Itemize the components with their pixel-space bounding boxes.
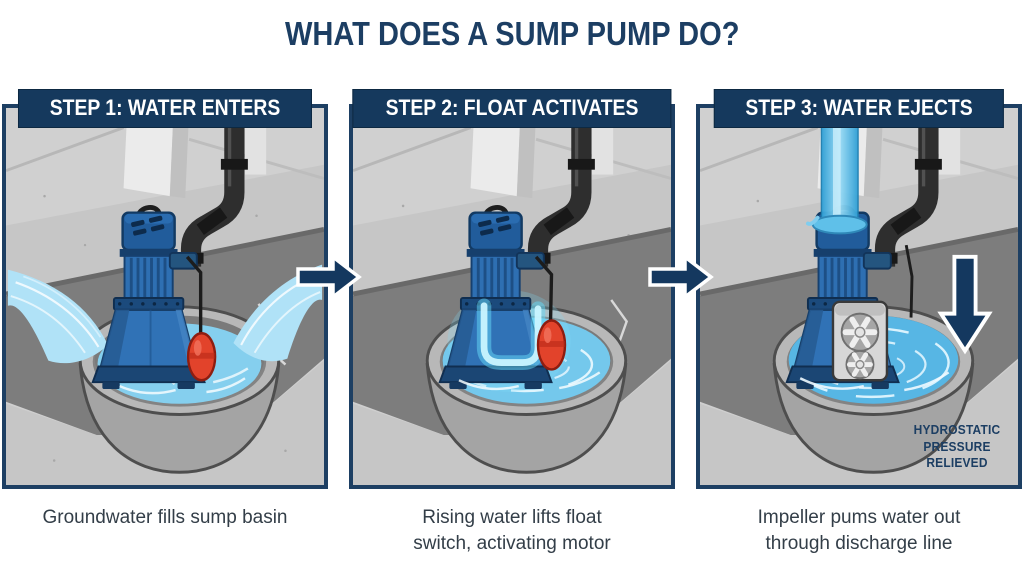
water-surface-streaks: [119, 377, 246, 395]
step-2-illustration: [353, 108, 671, 485]
step-1-caption: Groundwater fills sump basin: [42, 507, 288, 528]
page-title: WHAT DOES A SUMP PUMP DO?: [284, 15, 740, 52]
arrow-right-icon: [648, 253, 714, 301]
arrow-right-icon: [296, 253, 362, 301]
float-switch: [534, 255, 567, 371]
step-1-illustration: [6, 108, 324, 485]
water-surface-streaks: [458, 371, 601, 391]
step-2-caption: Rising water lifts float switch, activat…: [413, 507, 611, 554]
step-3-panel: STEP 3: WATER EJECTS: [696, 89, 1022, 489]
step-1-header: STEP 1: WATER ENTERS: [17, 89, 313, 128]
step-2-header: STEP 2: FLOAT ACTIVATES: [352, 89, 672, 128]
step-3-header: STEP 3: WATER EJECTS: [713, 89, 1005, 128]
motor-activation-glow: [476, 298, 546, 370]
sump-pump-infographic: WHAT DOES A SUMP PUMP DO? STEP 1: WATER …: [0, 15, 1024, 585]
arrow-down-icon: [937, 254, 993, 355]
sump-pump: [438, 205, 553, 390]
sump-pump: [91, 205, 206, 390]
step-3-caption: Impeller pums water out through discharg…: [757, 507, 961, 554]
step-1-panel: STEP 1: WATER ENTERS: [2, 89, 328, 489]
impeller-blades-lower: [845, 349, 875, 380]
float-switch: [185, 255, 217, 382]
ejected-water-column: [806, 119, 868, 235]
step-2-panel: STEP 2: FLOAT ACTIVATES: [349, 89, 675, 489]
impeller-blades-upper: [840, 312, 880, 352]
step-panels: STEP 1: WATER ENTERS: [2, 89, 1022, 489]
groundwater-inflow: [7, 264, 323, 364]
water-surface-streaks: [799, 371, 950, 392]
step-captions: Groundwater fills sump basin Rising wate…: [2, 505, 1022, 556]
hydrostatic-pressure-note: HYDROSTATIC PRESSURE RELIEVED: [913, 422, 1001, 471]
impeller-cutaway: [831, 300, 889, 382]
step-3-illustration: [700, 108, 1018, 485]
